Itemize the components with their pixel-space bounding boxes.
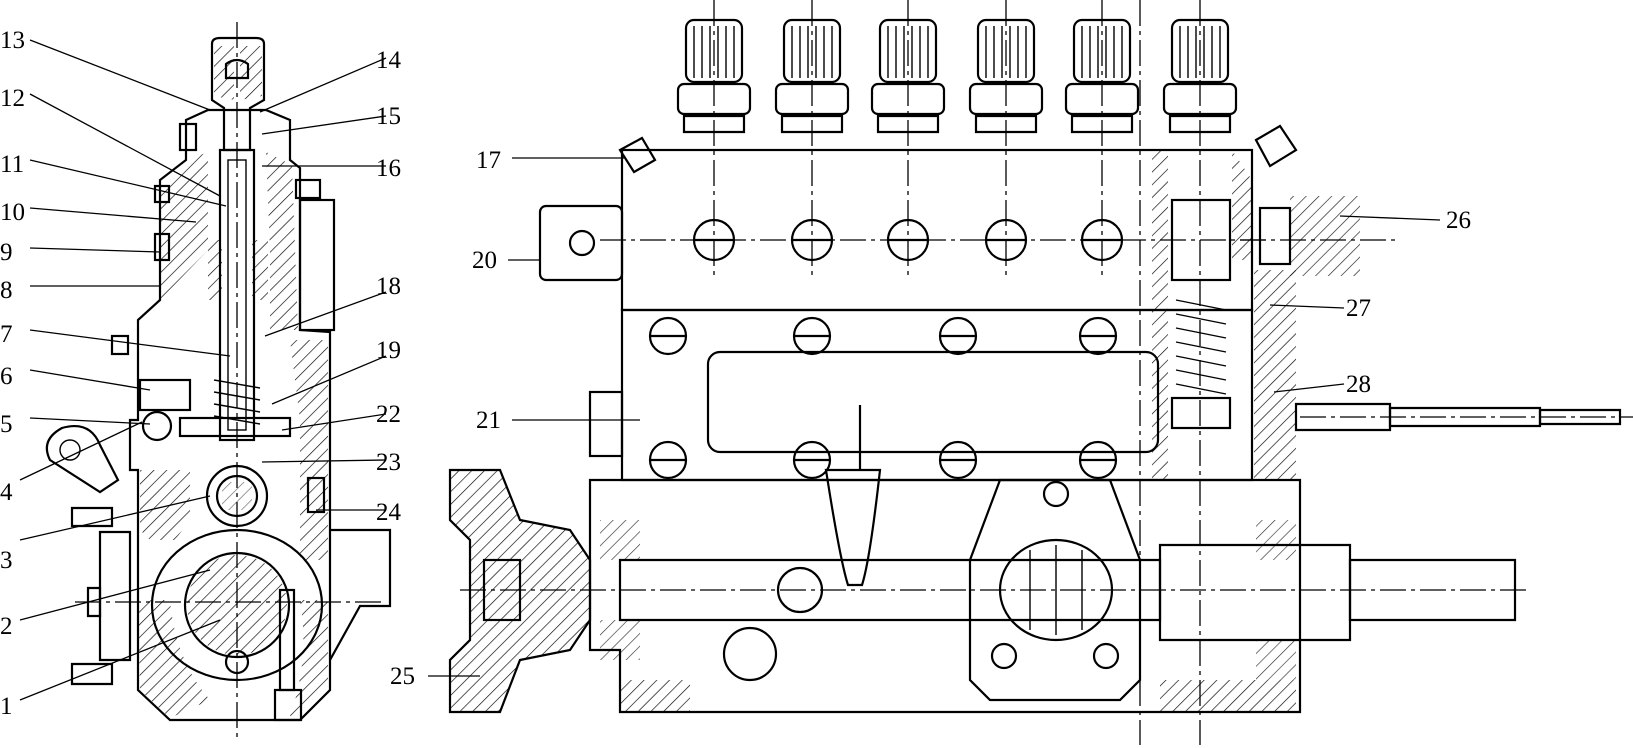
callout-8: 8 (0, 277, 13, 304)
callout-10: 10 (0, 199, 25, 226)
callout-19: 19 (376, 337, 401, 364)
callout-20: 20 (472, 247, 497, 274)
callout-11: 11 (0, 151, 24, 178)
callout-12: 12 (0, 85, 25, 112)
callout-23: 23 (376, 449, 401, 476)
callout-9: 9 (0, 239, 13, 266)
callout-6: 6 (0, 363, 13, 390)
callout-labels: 1 2 3 4 5 6 7 8 9 10 11 12 13 14 15 16 1… (0, 27, 1471, 720)
callout-13: 13 (0, 27, 25, 54)
callout-4: 4 (0, 479, 13, 506)
callout-1: 1 (0, 693, 13, 720)
callout-5: 5 (0, 411, 13, 438)
callout-7: 7 (0, 321, 13, 348)
callout-22: 22 (376, 401, 401, 428)
callout-2: 2 (0, 613, 13, 640)
callout-14: 14 (376, 47, 402, 74)
callout-24: 24 (376, 499, 402, 526)
longitudinal-view (448, 0, 1633, 745)
callout-16: 16 (376, 155, 401, 182)
callout-18: 18 (376, 273, 401, 300)
callout-21: 21 (476, 407, 501, 434)
callout-28: 28 (1346, 371, 1371, 398)
callout-26: 26 (1446, 207, 1471, 234)
callout-3: 3 (0, 547, 13, 574)
callout-15: 15 (376, 103, 401, 130)
callout-27: 27 (1346, 295, 1371, 322)
callout-leaders (19, 39, 1441, 701)
callout-17: 17 (476, 147, 501, 174)
inspection-plugs (648, 316, 1118, 480)
callout-25: 25 (390, 663, 415, 690)
cross-section-view (45, 22, 392, 742)
